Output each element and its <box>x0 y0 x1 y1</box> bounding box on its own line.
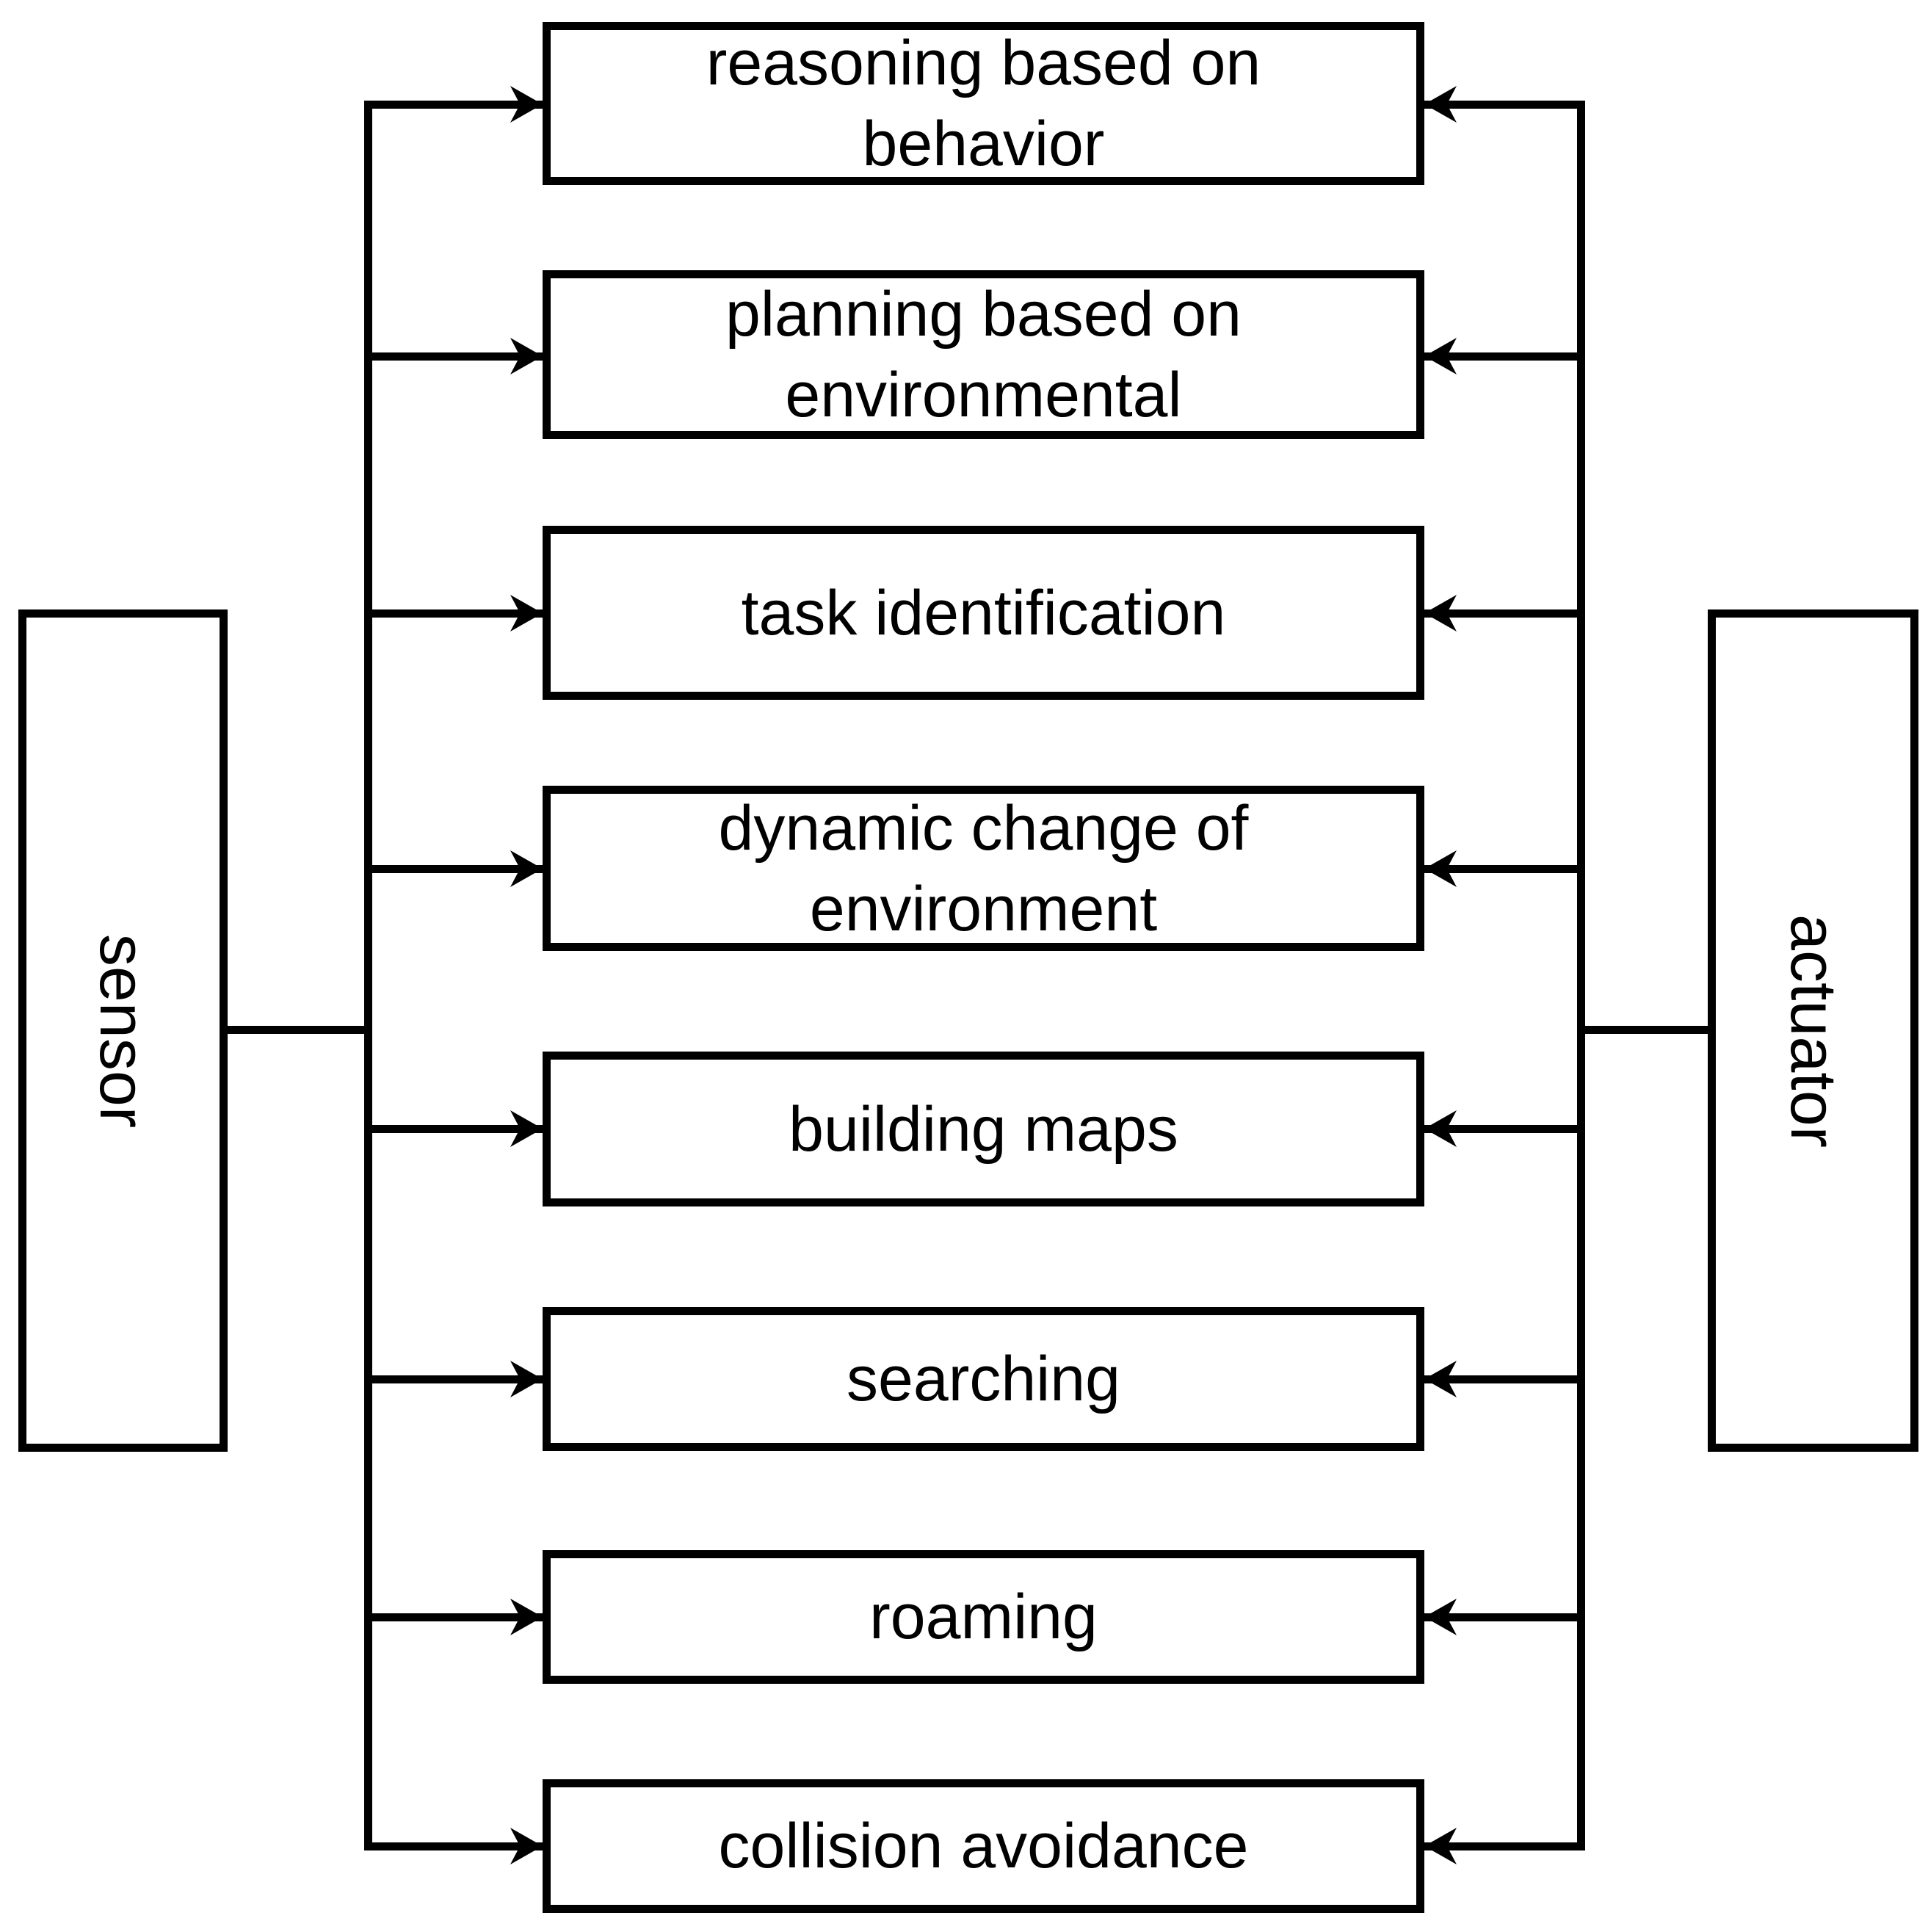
actuator-branch-line-3 <box>1424 609 1585 618</box>
actuator-branch-line-8 <box>1424 1842 1585 1850</box>
function-box-label: building maps <box>789 1093 1178 1165</box>
sensor-branch-line-8 <box>364 1842 543 1850</box>
function-box-label: collision avoidance <box>718 1811 1249 1881</box>
actuator-label: actuator <box>1777 913 1850 1148</box>
function-box-reasoning: reasoning based on behavior <box>543 22 1424 185</box>
function-box-roaming: roaming <box>543 1550 1424 1684</box>
function-box-planning: planning based on environmental <box>543 270 1424 439</box>
sensor-branch-line-2 <box>364 352 543 361</box>
function-box-building-maps: building maps <box>543 1052 1424 1206</box>
actuator-bus-line <box>1577 101 1585 1850</box>
sensor-node: sensor <box>18 609 228 1452</box>
actuator-branch-line-5 <box>1424 1125 1585 1133</box>
function-box-label: reasoning based on behavior <box>706 28 1261 179</box>
actuator-branch-line-6 <box>1424 1375 1585 1383</box>
sensor-branch-line-6 <box>364 1375 543 1383</box>
sensor-label: sensor <box>87 933 160 1128</box>
sensor-branch-line-1 <box>364 101 543 109</box>
sensor-branch-line-3 <box>364 609 543 618</box>
function-box-label: task identification <box>741 577 1226 648</box>
function-box-dynamic-change: dynamic change of environment <box>543 786 1424 951</box>
sensor-branch-line-4 <box>364 865 543 873</box>
actuator-branch-line-1 <box>1424 101 1585 109</box>
function-box-label: roaming <box>869 1582 1098 1652</box>
sensor-bus-line <box>364 101 372 1850</box>
actuator-node: actuator <box>1708 609 1918 1452</box>
actuator-branch-line-2 <box>1424 352 1585 361</box>
sensor-connector-line <box>220 1026 372 1034</box>
function-box-label: dynamic change of environment <box>718 792 1249 944</box>
actuator-branch-line-4 <box>1424 865 1585 873</box>
function-box-searching: searching <box>543 1307 1424 1451</box>
actuator-branch-line-7 <box>1424 1613 1585 1621</box>
function-box-label: planning based on environmental <box>725 279 1242 430</box>
sensor-branch-line-5 <box>364 1125 543 1133</box>
function-box-label: searching <box>847 1344 1120 1414</box>
function-box-task-identification: task identification <box>543 526 1424 700</box>
sensor-branch-line-7 <box>364 1613 543 1621</box>
function-box-collision-avoidance: collision avoidance <box>543 1779 1424 1913</box>
actuator-connector-line <box>1577 1026 1716 1034</box>
